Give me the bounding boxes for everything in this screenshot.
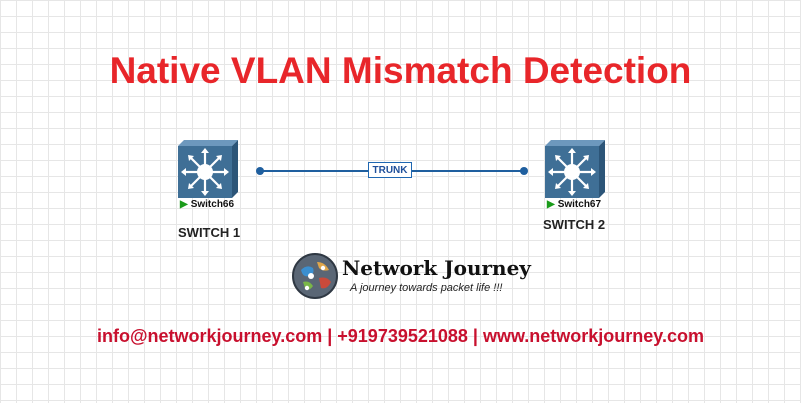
play-icon: ▶ [547, 199, 555, 210]
layer3-switch-icon[interactable] [176, 138, 238, 200]
switch-2-hostname-text: Switch67 [557, 199, 602, 210]
globe-logo-icon [292, 253, 338, 299]
logo-tagline: A journey towards packet life !!! [350, 282, 503, 294]
trunk-link-endpoint-left [256, 167, 264, 175]
switch-1-label: SWITCH 1 [178, 225, 241, 240]
switch-1-hostname: ▶Switch66 [180, 199, 234, 210]
logo-name: Network Journey [342, 256, 531, 280]
switch-2-label: SWITCH 2 [543, 217, 606, 232]
layer3-switch-icon[interactable] [543, 138, 605, 200]
play-icon: ▶ [180, 199, 188, 210]
trunk-link-endpoint-right [520, 167, 528, 175]
page-title: Native VLAN Mismatch Detection [109, 50, 692, 91]
contact-info: info@networkjourney.com | +919739521088 … [97, 326, 704, 346]
switch-2-hostname: ▶Switch67 [547, 199, 601, 210]
trunk-label: TRUNK [368, 162, 412, 178]
switch-1-hostname-text: Switch66 [190, 199, 235, 210]
